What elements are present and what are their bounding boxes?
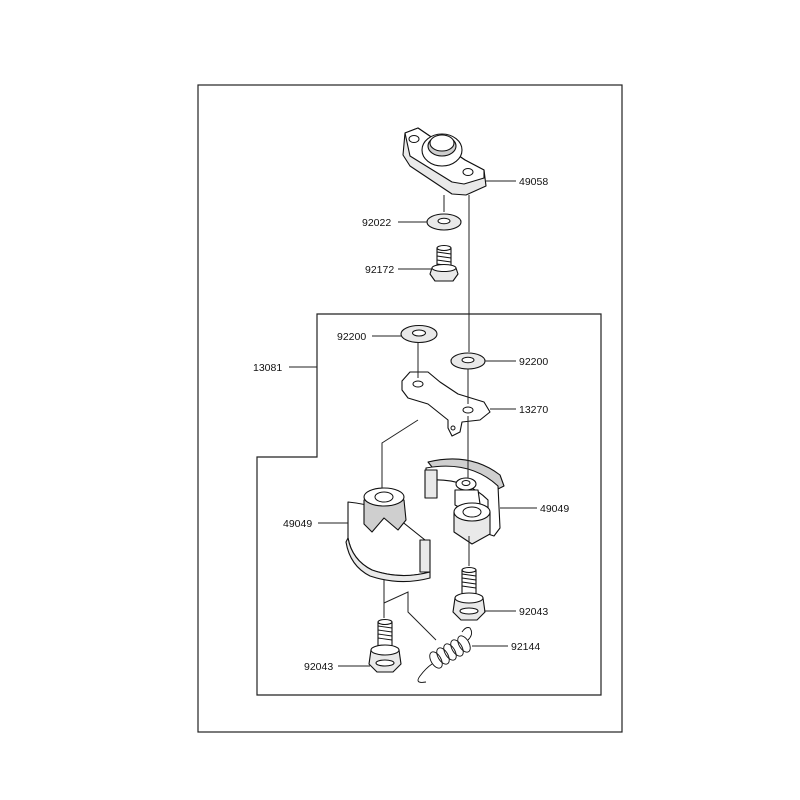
spring-92144 [417,627,473,683]
label-92022: 92022 [362,217,391,229]
leader-lines [289,180,537,667]
label-49058: 49058 [519,176,548,188]
holder-49058 [402,127,487,196]
assembly-frame-13081 [256,313,602,696]
washer-92022 [426,213,462,231]
washer-92200-left [400,324,438,344]
bolt-92172 [429,244,459,282]
label-49049-left: 49049 [283,518,312,530]
outer-frame [197,84,623,733]
pin-92043-left [368,618,402,673]
shoe-49049-right [424,458,505,545]
plate-13270 [401,371,491,437]
label-13270: 13270 [519,404,548,416]
label-92043-right: 92043 [519,606,548,618]
label-92200-right: 92200 [519,356,548,368]
label-49049-right: 49049 [540,503,569,515]
assembly-lines [381,195,470,641]
pin-92043-right [452,566,486,621]
label-92200-left: 92200 [337,331,366,343]
label-92043-left: 92043 [304,661,333,673]
shoe-49049-left [345,487,431,583]
label-92144: 92144 [511,641,540,653]
label-92172: 92172 [365,264,394,276]
washer-92200-right [450,352,486,370]
label-13081: 13081 [253,362,282,374]
